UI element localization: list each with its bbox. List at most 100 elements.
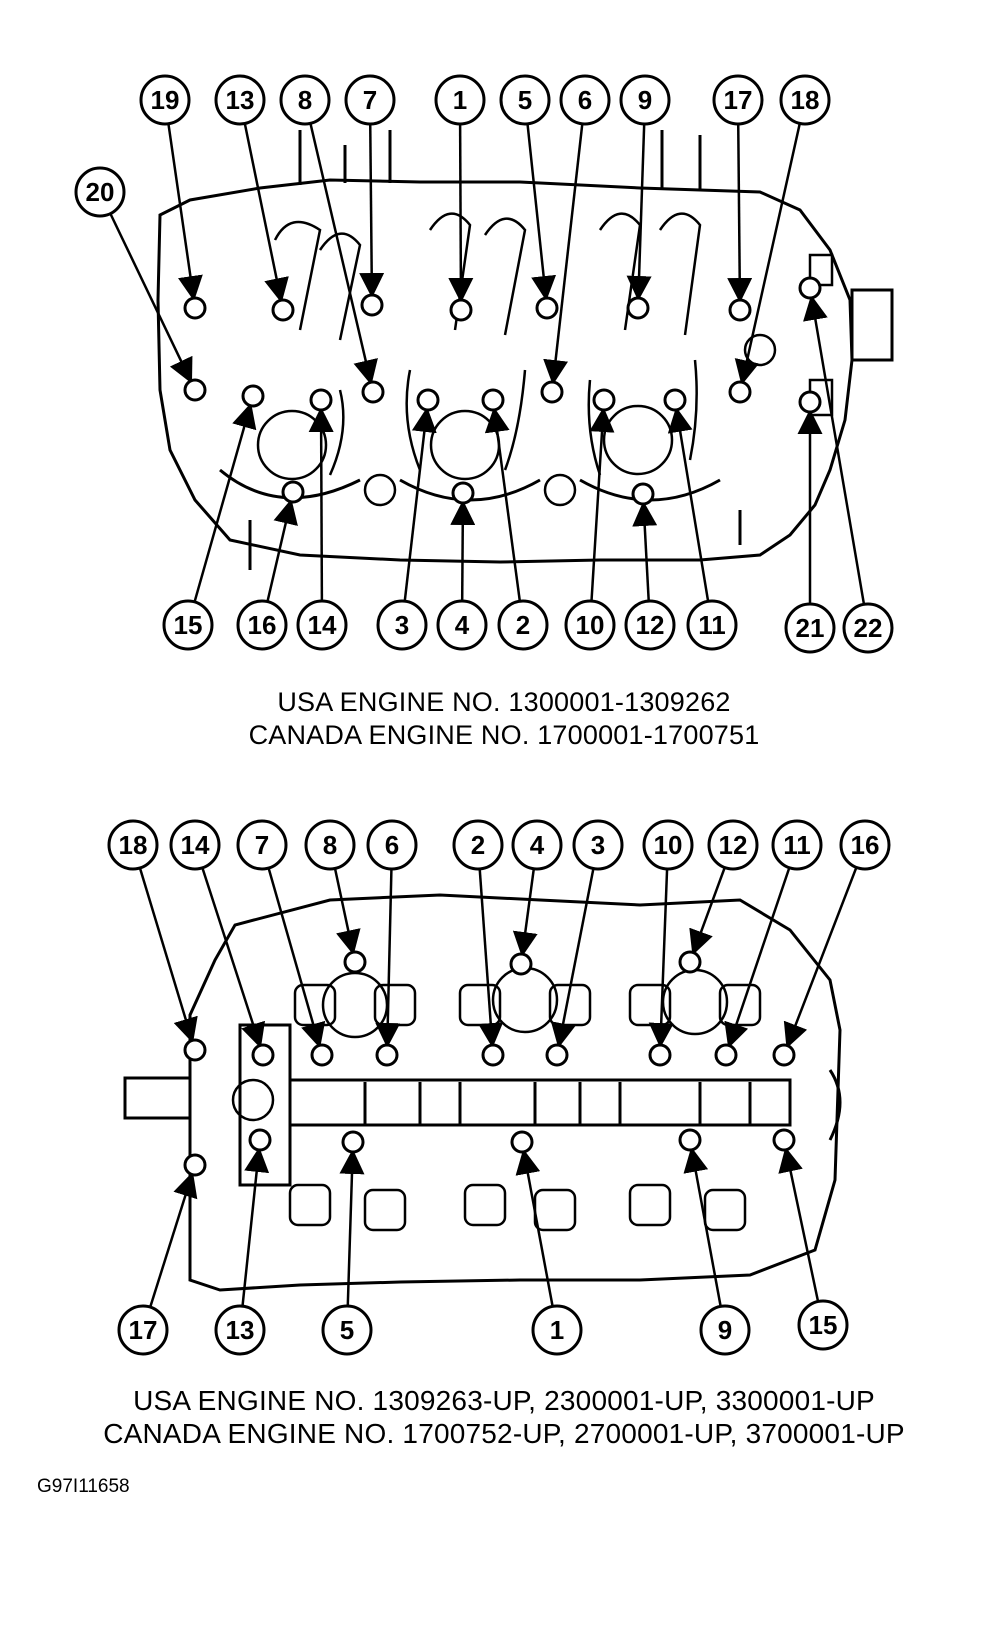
top-callout-circle-21 <box>784 602 836 654</box>
top-bolt-12 <box>631 482 655 506</box>
bottom-callout-1: 1 <box>531 1304 583 1356</box>
top-callout-label-13: 13 <box>226 85 255 115</box>
bottom-caption-line-1: USA ENGINE NO. 1309263-UP, 2300001-UP, 3… <box>133 1385 875 1416</box>
bottom-callout-13: 13 <box>214 1304 266 1356</box>
bottom-callout-label-9: 9 <box>718 1315 732 1345</box>
top-callout-circle-17 <box>712 74 764 126</box>
bottom-callout-16: 16 <box>839 819 891 871</box>
top-callout-label-14: 14 <box>308 610 337 640</box>
bottom-leader-13 <box>241 1146 270 1307</box>
bottom-leader-1 <box>515 1148 554 1307</box>
top-caption-line-1: USA ENGINE NO. 1300001-1309262 <box>277 687 731 717</box>
top-callout-1: 1 <box>434 74 486 126</box>
bottom-callout-circle-16 <box>839 819 891 871</box>
bottom-bolt-16 <box>772 1043 796 1067</box>
top-callout-label-2: 2 <box>516 610 530 640</box>
top-callout-label-1: 1 <box>453 85 467 115</box>
bottom-callout-10: 10 <box>642 819 694 871</box>
top-leader-6 <box>543 123 584 386</box>
top-callout-circle-7 <box>344 74 396 126</box>
top-callout-label-17: 17 <box>724 85 753 115</box>
top-leader-15 <box>193 402 257 603</box>
top-leader-11 <box>667 406 710 602</box>
top-callout-circle-3 <box>376 599 428 651</box>
top-callout-circle-6 <box>559 74 611 126</box>
bottom-callout-circle-11 <box>771 819 823 871</box>
top-callout-circle-20 <box>74 166 126 218</box>
top-bolt-2 <box>481 388 505 412</box>
bottom-callout-7: 7 <box>236 819 288 871</box>
bottom-leader-6 <box>375 868 401 1049</box>
top-bolt-20 <box>183 378 207 402</box>
top-leader-5 <box>526 123 557 302</box>
top-callout-circle-18 <box>779 74 831 126</box>
top-callout-circle-8 <box>279 74 331 126</box>
bottom-callout-circle-13 <box>214 1304 266 1356</box>
top-callout-circle-15 <box>162 599 214 651</box>
bottom-callout-label-12: 12 <box>719 830 748 860</box>
top-callout-circle-5 <box>499 74 551 126</box>
bottom-callout-label-7: 7 <box>255 830 269 860</box>
bottom-callout-circle-7 <box>236 819 288 871</box>
top-leader-17 <box>727 123 753 304</box>
bottom-bolt-17 <box>183 1153 207 1177</box>
top-leader-18 <box>734 123 802 386</box>
top-bolt-4 <box>451 481 475 505</box>
top-callout-circle-19 <box>139 74 191 126</box>
bottom-bolt-6 <box>375 1043 399 1067</box>
bottom-callout-circle-15 <box>797 1299 849 1351</box>
bottom-cam-bearings <box>231 966 762 1232</box>
top-callout-5: 5 <box>499 74 551 126</box>
bottom-callout-label-15: 15 <box>809 1310 838 1340</box>
top-callout-22: 22 <box>842 602 894 654</box>
bottom-callout-circle-8 <box>304 819 356 871</box>
top-callout-label-11: 11 <box>698 610 726 640</box>
bottom-callout-circle-10 <box>642 819 694 871</box>
top-callout-circle-12 <box>624 599 676 651</box>
bottom-bolt-15 <box>772 1128 796 1152</box>
top-bolt-9 <box>626 296 650 320</box>
top-leader-19 <box>167 123 203 302</box>
bottom-callout-label-2: 2 <box>471 830 485 860</box>
top-callout-18: 18 <box>779 74 831 126</box>
bottom-bolt-14 <box>251 1043 275 1067</box>
bottom-leader-2 <box>478 868 504 1049</box>
bottom-bolt-9 <box>678 1128 702 1152</box>
bottom-callout-label-8: 8 <box>323 830 337 860</box>
top-callout-label-15: 15 <box>174 610 203 640</box>
top-bolt-5 <box>535 296 559 320</box>
top-callout-circle-2 <box>497 599 549 651</box>
top-callout-14: 14 <box>296 599 348 651</box>
bottom-bolt-2 <box>481 1043 505 1067</box>
bottom-callout-label-5: 5 <box>340 1315 354 1345</box>
bottom-leader-11 <box>724 867 791 1049</box>
top-callout-16: 16 <box>236 599 288 651</box>
bottom-callout-11: 11 <box>771 819 823 871</box>
top-leader-16 <box>266 498 298 602</box>
top-callout-11: 11 <box>686 599 738 651</box>
top-callout-label-10: 10 <box>576 610 605 640</box>
top-callout-label-20: 20 <box>86 177 115 207</box>
top-bolt-15 <box>241 384 265 408</box>
top-callout-6: 6 <box>559 74 611 126</box>
top-callout-label-3: 3 <box>395 610 409 640</box>
top-bolt-17 <box>728 298 752 322</box>
bottom-bolt-11 <box>714 1043 738 1067</box>
bottom-leader-7 <box>267 867 326 1049</box>
bottom-callout-label-4: 4 <box>530 830 545 860</box>
top-callout-circle-16 <box>236 599 288 651</box>
top-bolt-16 <box>281 480 305 504</box>
bottom-callout-label-1: 1 <box>550 1315 564 1345</box>
bottom-leader-12 <box>689 867 726 956</box>
top-callout-circle-13 <box>214 74 266 126</box>
bottom-callout-5: 5 <box>321 1304 373 1356</box>
top-leader-lines <box>109 123 866 605</box>
top-callout-circle-10 <box>564 599 616 651</box>
bottom-callout-label-16: 16 <box>851 830 880 860</box>
bottom-bolt-8 <box>343 950 367 974</box>
top-callout-label-9: 9 <box>638 85 652 115</box>
bottom-bolt-5 <box>341 1130 365 1154</box>
bottom-callout-circle-17 <box>117 1304 169 1356</box>
